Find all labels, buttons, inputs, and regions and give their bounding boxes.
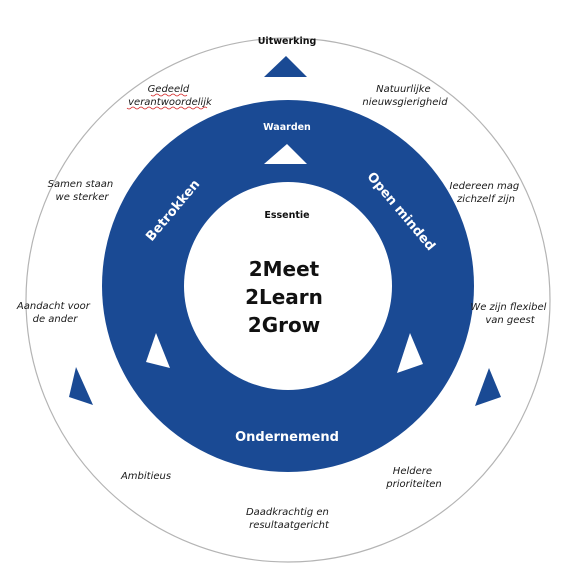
title-essentie: Essentie <box>264 210 309 221</box>
title-uitwerking: Uitwerking <box>258 36 317 47</box>
title-waarden: Waarden <box>263 122 311 133</box>
outer-triangle-right <box>475 368 501 406</box>
outer-triangle-left <box>69 367 93 405</box>
label-heldere-prioriteiten: Heldere prioriteiten <box>385 466 442 490</box>
label-iedereen-mag: Iedereen mag zichzelf zijn <box>450 181 523 205</box>
outer-triangle-top <box>264 56 307 77</box>
core-line-1: 2Meet <box>249 257 320 281</box>
ring-triangle-left <box>146 333 170 368</box>
core-line-2: 2Learn <box>245 285 323 309</box>
label-flexibel: We zijn flexibel van geest <box>470 302 549 326</box>
ring-label-ondernemend: Ondernemend <box>235 430 339 445</box>
spellcheck-underline <box>126 93 208 110</box>
ring-triangle-right <box>397 333 423 373</box>
core-circle <box>184 182 392 390</box>
label-aandacht-voor: Aandacht voor de ander <box>16 301 93 325</box>
label-natuurlijke-nieuwsgierigheid: Natuurlijke nieuwsgierigheid <box>362 84 448 108</box>
label-samen-staan: Samen staan we sterker <box>48 179 117 203</box>
core-line-3: 2Grow <box>248 313 320 337</box>
label-daadkrachtig: Daadkrachtig en resultaatgericht <box>246 507 332 531</box>
label-ambitieus: Ambitieus <box>120 471 171 482</box>
ring-triangle-top <box>264 144 307 164</box>
label-gedeeld-verantwoordelijk: Gedeeld verantwoordelijk <box>128 84 213 108</box>
